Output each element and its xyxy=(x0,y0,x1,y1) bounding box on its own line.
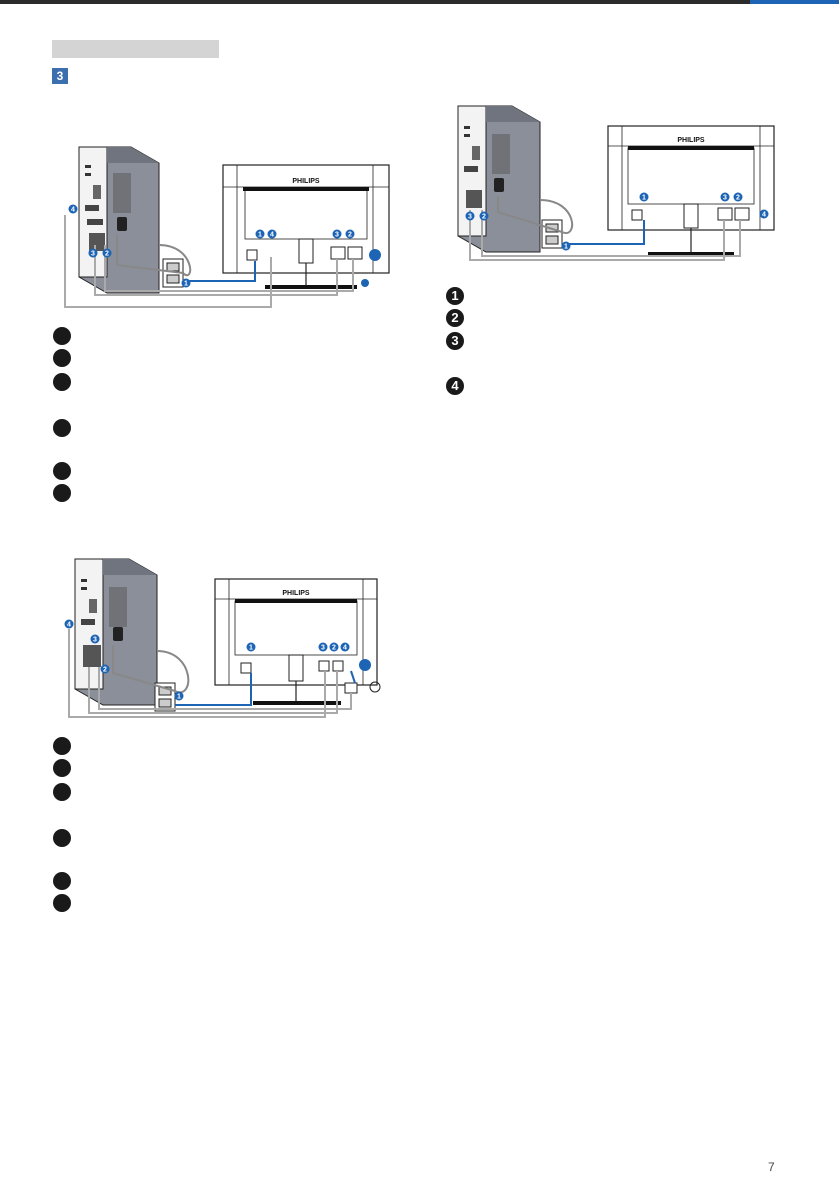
legend-badge-3: 3 xyxy=(446,332,464,350)
marker-monitor-audio: 4 xyxy=(270,232,274,239)
legend-badge xyxy=(53,462,71,480)
marker-pc-dvi: 3 xyxy=(468,214,472,221)
marker-pc-audio: 4 xyxy=(67,622,71,629)
legend-badge xyxy=(53,327,71,345)
pc-tower xyxy=(78,146,160,294)
marker-monitor-vga: 2 xyxy=(348,232,352,239)
monitor-back: PHILIPS xyxy=(214,578,381,705)
legend-badge xyxy=(53,829,71,847)
cables xyxy=(68,629,356,718)
legend-badge-2: 2 xyxy=(446,309,464,327)
markers: 1 1 3 2 4 4 3 2 xyxy=(64,619,371,701)
marker-monitor-power: 1 xyxy=(249,645,253,652)
marker-pc-dvi: 2 xyxy=(103,667,107,674)
step-number: 3 xyxy=(52,68,68,84)
markers: 1 1 4 3 2 3 2 4 xyxy=(68,204,381,288)
connection-diagram-2: PHILIPS 1 1 3 2 xyxy=(448,100,788,270)
legend-badge xyxy=(53,759,71,777)
brand-label: PHILIPS xyxy=(282,590,310,597)
marker-monitor-power: 1 xyxy=(642,195,646,202)
legend-badge xyxy=(53,484,71,502)
marker-pc-vga: 2 xyxy=(482,214,486,221)
marker-monitor-audio: 4 xyxy=(343,645,347,652)
page-number: 7 xyxy=(768,1160,775,1174)
marker-monitor-dvi: 3 xyxy=(723,195,727,202)
legend-badge xyxy=(53,373,71,391)
marker-monitor-dp: 3 xyxy=(321,645,325,652)
marker-pc-audio: 4 xyxy=(71,207,75,214)
cables xyxy=(64,215,354,308)
legend-badge xyxy=(53,783,71,801)
legend-badge xyxy=(53,419,71,437)
legend-badge xyxy=(53,872,71,890)
legend-badge xyxy=(53,349,71,367)
marker-power: 1 xyxy=(564,244,568,251)
marker-power: 1 xyxy=(177,694,181,701)
connection-diagram-1: PHILIPS 1 1 4 xyxy=(55,145,395,320)
marker-monitor-vga: 2 xyxy=(736,195,740,202)
marker-pc-vga: 2 xyxy=(105,251,109,258)
marker-pc-dvi: 3 xyxy=(91,251,95,258)
monitor-back: PHILIPS xyxy=(222,164,390,289)
cables xyxy=(469,196,741,261)
legend-diagram-3 xyxy=(53,737,353,912)
legend-badge xyxy=(53,737,71,755)
power-outlet xyxy=(541,219,563,249)
marker-power: 1 xyxy=(184,281,188,288)
marker-monitor-dvi: 3 xyxy=(335,232,339,239)
marker-pc-dp: 3 xyxy=(93,637,97,644)
legend-badge-4: 4 xyxy=(446,377,464,395)
legend-diagram-1 xyxy=(53,327,353,502)
section-header-band xyxy=(52,40,219,58)
top-rule xyxy=(0,0,839,4)
legend-badge xyxy=(53,894,71,912)
marker-monitor-lock: 4 xyxy=(762,212,766,219)
connection-diagram-3: PHILIPS 1 1 xyxy=(55,555,395,725)
marker-monitor-power: 1 xyxy=(258,232,262,239)
monitor-back: PHILIPS xyxy=(607,125,775,256)
brand-label: PHILIPS xyxy=(677,137,705,144)
top-rule-dark xyxy=(0,0,750,4)
top-rule-accent xyxy=(750,0,839,4)
pc-tower xyxy=(457,105,541,253)
brand-label: PHILIPS xyxy=(292,178,320,185)
marker-monitor-dvi: 2 xyxy=(332,645,336,652)
legend-diagram-2: 1 2 3 4 xyxy=(446,287,746,397)
legend-badge-1: 1 xyxy=(446,287,464,305)
markers: 1 1 3 2 3 2 4 xyxy=(465,192,769,251)
